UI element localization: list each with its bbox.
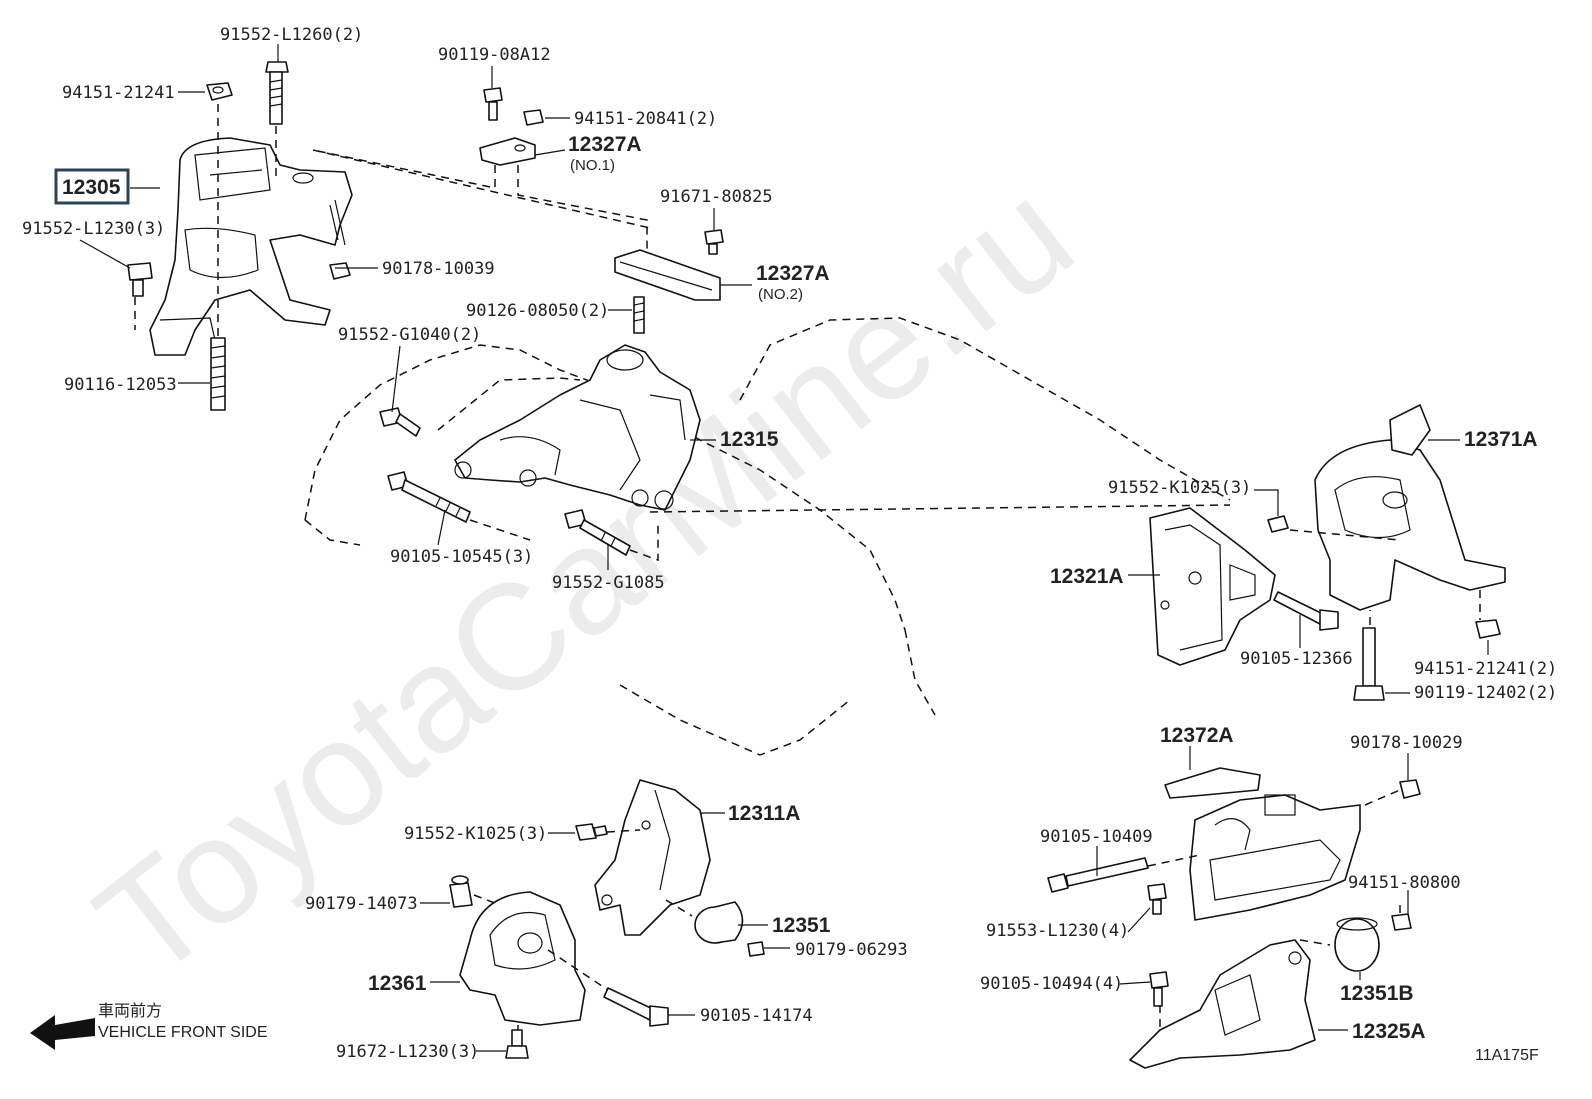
- bolt-90105-12366: [1273, 591, 1339, 631]
- bracket-12325A: [1129, 939, 1316, 1069]
- nut-94151-80800: [1391, 913, 1412, 931]
- bolt-90105-10494: [1149, 971, 1169, 1007]
- leader-lines: [79, 44, 1489, 1052]
- bolt-90105-14174: [603, 987, 669, 1027]
- label-90119-12402[interactable]: 90119-12402(2): [1414, 683, 1557, 703]
- label-90105-10494[interactable]: 90105-10494(4): [980, 974, 1123, 994]
- mount-12371A: [1314, 404, 1506, 611]
- bracket-12327A-no1: [479, 137, 536, 166]
- label-91552-K1025-right[interactable]: 91552-K1025(3): [1108, 478, 1251, 498]
- label-91552-G1085[interactable]: 91552-G1085: [552, 573, 665, 593]
- bolt-91552-G1040: [379, 407, 421, 437]
- bracket-12321A: [1149, 507, 1276, 666]
- label-12327A-no1-sub: (NO.1): [570, 157, 615, 174]
- bolt-90119-08A12: [483, 87, 503, 121]
- diagram-code: 11A175F: [1475, 1047, 1539, 1064]
- label-94151-21241-right[interactable]: 94151-21241(2): [1414, 659, 1557, 679]
- label-90105-12366[interactable]: 90105-12366: [1240, 649, 1353, 669]
- label-12351[interactable]: 12351: [772, 914, 831, 937]
- label-91552-L1230[interactable]: 91552-L1230(3): [22, 219, 165, 239]
- vehicle-front-en: VEHICLE FRONT SIDE: [98, 1024, 268, 1041]
- label-90126-08050[interactable]: 90126-08050(2): [466, 301, 609, 321]
- label-91552-L1260[interactable]: 91552-L1260(2): [220, 25, 363, 45]
- label-12371A[interactable]: 12371A: [1464, 428, 1538, 451]
- label-90178-10029[interactable]: 90178-10029: [1350, 733, 1463, 753]
- nut-90178-10039: [329, 262, 351, 280]
- mount-12372A: [1164, 767, 1361, 921]
- bolt-90119-12402: [1353, 627, 1385, 701]
- label-12351B[interactable]: 12351B: [1340, 982, 1414, 1005]
- bolt-91552-K1025-left: [575, 823, 608, 841]
- label-12361[interactable]: 12361: [368, 972, 427, 995]
- label-12325A[interactable]: 12325A: [1352, 1020, 1426, 1043]
- stud-90126-08050: [633, 296, 645, 334]
- label-91552-K1025-left[interactable]: 91552-K1025(3): [404, 824, 547, 844]
- label-12305[interactable]: 12305: [62, 176, 121, 199]
- bolt-90105-10409: [1047, 857, 1149, 893]
- front-arrow-icon: [30, 1015, 95, 1050]
- nut-90178-10029: [1399, 779, 1421, 799]
- mount-12361: [459, 891, 586, 1026]
- label-90179-06293[interactable]: 90179-06293: [795, 940, 908, 960]
- bolt-91552-L1260: [265, 61, 289, 125]
- label-12321A[interactable]: 12321A: [1050, 565, 1124, 588]
- bracket-12311A: [594, 779, 711, 936]
- label-90178-10039[interactable]: 90178-10039: [382, 259, 495, 279]
- bolt-90105-10545: [387, 471, 471, 523]
- vehicle-front-jp: 車両前方: [98, 1002, 162, 1020]
- bushing-12351: [694, 901, 744, 944]
- label-91553-L1230[interactable]: 91553-L1230(4): [986, 921, 1129, 941]
- part-labels: 12305 91552-L1260(2) 94151-21241 91552-L…: [22, 25, 1557, 1062]
- engine-mount-12305: [149, 137, 353, 356]
- bolt-91671-80825: [704, 229, 724, 255]
- bolt-91672-L1230: [505, 1029, 529, 1059]
- stud-90116-12053: [210, 337, 226, 411]
- label-12327A-no1[interactable]: 12327A: [568, 133, 642, 156]
- label-12315[interactable]: 12315: [720, 428, 779, 451]
- label-90116-12053[interactable]: 90116-12053: [64, 375, 177, 395]
- assembly-lines: [134, 104, 1481, 1030]
- highlight-box-12305: [54, 168, 130, 205]
- bracket-12315: [454, 344, 701, 511]
- label-90105-10409[interactable]: 90105-10409: [1040, 827, 1153, 847]
- bolt-91553-L1230: [1147, 883, 1167, 915]
- label-12327A-no2-sub: (NO.2): [758, 286, 803, 303]
- nut-90179-06293: [747, 941, 765, 957]
- label-12372A[interactable]: 12372A: [1160, 724, 1234, 747]
- bolt-91552-K1025-right: [1267, 515, 1289, 533]
- label-91671-80825[interactable]: 91671-80825: [660, 187, 773, 207]
- bolt-91552-L1230-top: [127, 262, 153, 297]
- nut-94151-21241: [206, 82, 233, 101]
- label-91672-L1230[interactable]: 91672-L1230(3): [336, 1042, 479, 1062]
- engine-outline: [304, 317, 1231, 756]
- label-12327A-no2[interactable]: 12327A: [756, 262, 830, 285]
- nut-94151-20841: [523, 109, 544, 126]
- bolt-90179-14073: [449, 875, 473, 908]
- bushing-12351B: [1334, 917, 1380, 972]
- vehicle-front-indicator: 車両前方 VEHICLE FRONT SIDE: [30, 1002, 268, 1050]
- bracket-12327A-no2: [614, 249, 721, 301]
- label-94151-80800[interactable]: 94151-80800: [1348, 873, 1461, 893]
- label-90119-08A12[interactable]: 90119-08A12: [438, 45, 551, 65]
- label-12311A[interactable]: 12311A: [728, 802, 800, 825]
- nut-94151-21241-right: [1475, 619, 1501, 639]
- label-90179-14073[interactable]: 90179-14073: [305, 894, 418, 914]
- label-94151-20841[interactable]: 94151-20841(2): [574, 109, 717, 129]
- bolt-91552-G1085: [564, 509, 631, 556]
- label-90105-10545[interactable]: 90105-10545(3): [390, 547, 533, 567]
- label-94151-21241[interactable]: 94151-21241: [62, 83, 175, 103]
- label-90105-14174[interactable]: 90105-14174: [700, 1006, 813, 1026]
- label-91552-G1040[interactable]: 91552-G1040(2): [338, 325, 481, 345]
